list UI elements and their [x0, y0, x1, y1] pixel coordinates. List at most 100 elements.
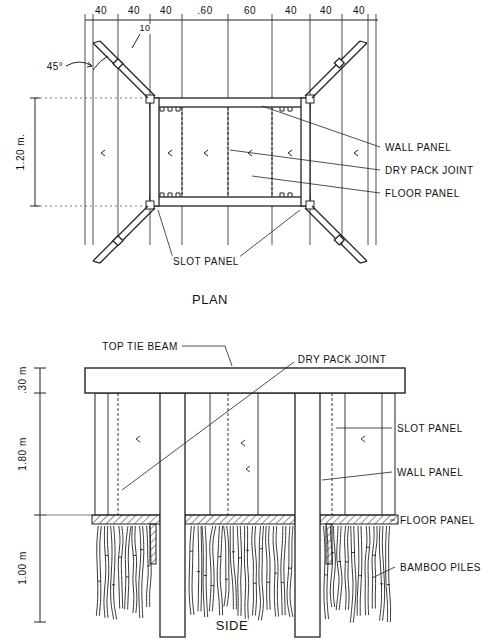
drawing-stroke	[150, 98, 159, 206]
bamboo-node	[260, 548, 263, 549]
bamboo-node	[380, 583, 383, 584]
callout-label: DRY PACK JOINT	[297, 354, 388, 365]
bamboo-node	[98, 581, 101, 582]
drawing-stroke	[382, 393, 383, 515]
dimension-line	[85, 20, 378, 21]
bamboo-pile	[258, 526, 260, 620]
bamboo-pile	[227, 526, 229, 606]
drawing-stroke	[332, 393, 333, 515]
bamboo-node	[331, 552, 334, 553]
drawing-stroke	[122, 362, 294, 490]
drawing-stroke	[85, 14, 86, 245]
bamboo-node	[197, 571, 200, 572]
bamboo-node	[133, 555, 136, 556]
drawing-stroke	[368, 14, 369, 245]
drawing-stroke	[150, 197, 310, 206]
bamboo-pile	[284, 526, 286, 615]
bamboo-node	[147, 565, 150, 566]
callout-label: 45°	[46, 61, 65, 72]
bamboo-pile	[339, 526, 342, 610]
drawing-stroke	[93, 41, 155, 98]
drawing-stroke	[93, 206, 155, 263]
drawing-stroke	[146, 201, 154, 209]
bamboo-node	[119, 557, 122, 558]
slot-panels	[146, 95, 314, 209]
grid-lines	[85, 14, 376, 245]
drawing-stroke	[182, 14, 183, 245]
bamboo-node	[359, 575, 362, 576]
side-view	[34, 346, 405, 637]
drawing-stroke	[376, 14, 377, 245]
wall-panel	[95, 393, 395, 515]
drawing-stroke	[306, 95, 314, 103]
bamboo-node	[253, 583, 256, 584]
bamboo-pile	[118, 526, 120, 608]
bamboo-pile	[353, 526, 356, 623]
drawing-stroke	[295, 393, 320, 637]
bamboo-pile	[290, 526, 293, 617]
leader-line	[66, 62, 92, 67]
dimension-label: 40	[127, 5, 141, 16]
bamboo-pile	[330, 526, 332, 607]
drawing-stroke	[336, 428, 392, 429]
drawing-stroke	[93, 14, 94, 245]
bamboo-pile	[139, 526, 141, 618]
drawing-stroke	[34, 393, 46, 394]
bamboo-node	[218, 556, 221, 557]
bamboo-pile	[365, 526, 367, 615]
callout-label: FLOOR PANEL	[399, 515, 476, 526]
callout-label: SLOT PANEL	[172, 256, 240, 267]
dimension-line	[34, 368, 95, 622]
drawing-stroke	[342, 14, 343, 245]
drawing-stroke	[34, 368, 46, 369]
bamboo-pile	[287, 526, 290, 617]
drawing-stroke	[305, 206, 367, 263]
drawing-stroke	[182, 346, 232, 366]
floor-panel-marks	[101, 150, 358, 156]
callout-label: BAMBOO PILES	[399, 562, 482, 573]
dimension-label: 40	[159, 5, 173, 16]
bamboo-node	[225, 579, 228, 580]
dimension-label: .30 m	[17, 365, 28, 395]
bamboo-pile	[261, 526, 263, 620]
drawing-stroke	[228, 14, 229, 245]
bamboo-pile	[269, 526, 271, 610]
bamboo-pile	[104, 526, 106, 618]
drawing-stroke	[46, 515, 95, 516]
bamboo-pile	[192, 526, 194, 615]
drawing-stroke	[345, 393, 346, 515]
bamboo-pile	[333, 526, 335, 607]
drawing-stroke	[334, 235, 344, 245]
drawing-stroke	[35, 206, 146, 207]
bamboo-node	[190, 551, 193, 552]
bamboo-pile	[233, 526, 236, 609]
bamboo-node	[373, 555, 376, 556]
drawing-stroke	[160, 107, 180, 111]
drawing-stroke	[92, 515, 160, 524]
bamboo-pile	[212, 526, 215, 611]
bamboo-pile	[209, 526, 212, 611]
panel-joints	[108, 393, 382, 515]
dimension-label: 60	[243, 5, 257, 16]
bamboo-pile	[217, 526, 219, 615]
bamboo-pile	[142, 526, 144, 618]
bamboo-pile	[99, 526, 101, 616]
drawing-stroke	[252, 176, 380, 193]
bamboo-node	[281, 582, 284, 583]
drawing-stroke	[272, 14, 273, 245]
wing-walls	[93, 41, 367, 263]
drawing-stroke	[108, 393, 109, 515]
drawing-stroke	[322, 472, 392, 480]
bamboo-pile	[350, 526, 353, 623]
bamboo-pile	[189, 526, 191, 615]
plan-view	[30, 14, 380, 263]
dimension-label: .60	[196, 5, 213, 16]
drawing-stroke	[35, 98, 36, 206]
drawing-stroke	[306, 201, 314, 209]
bamboo-pile	[372, 526, 374, 609]
bamboo-pile	[348, 526, 350, 610]
bamboo-pile	[327, 526, 329, 619]
bamboo-pile	[368, 526, 370, 615]
